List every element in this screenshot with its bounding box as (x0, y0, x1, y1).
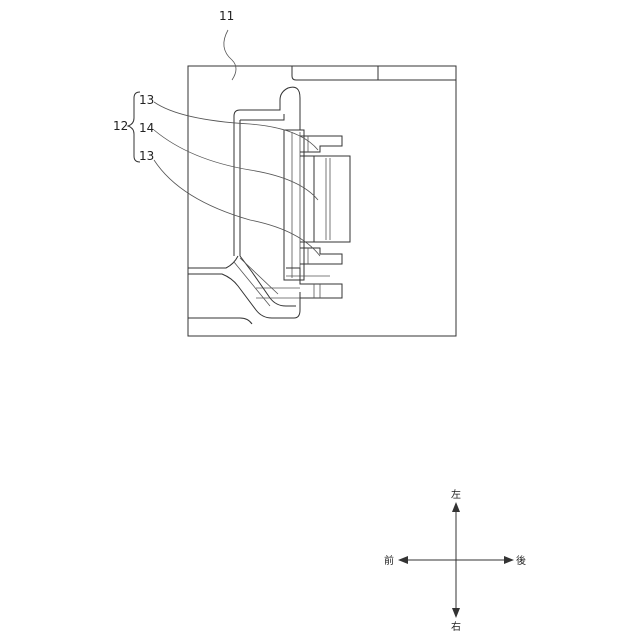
arrow-down-icon (452, 608, 460, 618)
slider-assembly (256, 130, 350, 298)
direction-left-label: 前 (384, 554, 394, 567)
leader-11 (224, 30, 236, 80)
leader-13-bottom (154, 160, 320, 256)
direction-indicator: 左 右 前 後 (384, 488, 526, 633)
leader-14 (154, 130, 318, 200)
label-clip-top: 13 (139, 93, 154, 107)
label-clip-bottom: 13 (139, 149, 154, 163)
label-assembly: 12 (113, 119, 128, 133)
label-housing: 11 (219, 9, 234, 23)
arrow-up-icon (452, 502, 460, 512)
direction-up-label: 左 (451, 488, 461, 501)
direction-right-label: 後 (516, 554, 526, 567)
leader-lines (128, 30, 320, 256)
direction-down-label: 右 (451, 620, 461, 633)
housing-body (188, 66, 456, 336)
arrow-left-icon (398, 556, 408, 564)
label-center-part: 14 (139, 121, 154, 135)
arrow-right-icon (504, 556, 514, 564)
leader-13-top (154, 102, 318, 150)
